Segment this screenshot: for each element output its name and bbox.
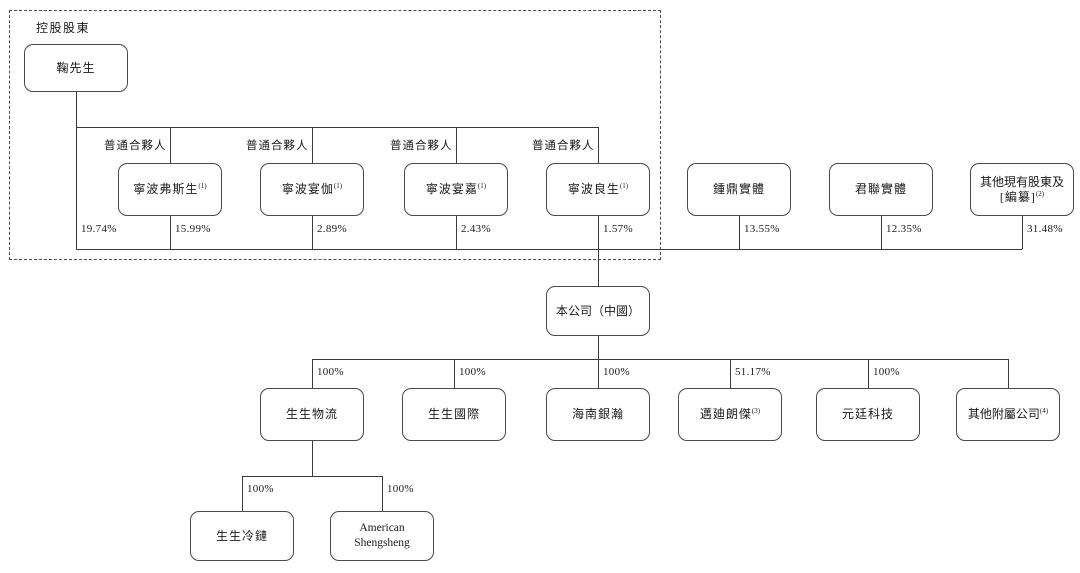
node-maidilangjie: 邁廸朗傑(3) — [678, 388, 782, 441]
pct-mr-ju: 19.74% — [81, 223, 117, 235]
connector-sub5-drop — [868, 359, 869, 388]
controlling-shareholder-group-outline — [9, 10, 661, 260]
connector-sub1-drop — [312, 359, 313, 388]
general-partner-label-1: 普通合夥人 — [104, 140, 167, 152]
node-shengsheng-international: 生生國際 — [402, 388, 506, 441]
pct-ningbo-yanjia2: 2.43% — [461, 223, 491, 235]
connector-mrju-vertical — [76, 92, 77, 249]
connector-gp2-drop — [312, 127, 313, 163]
node-ningbo-liangsheng: 寧波良生(1) — [546, 163, 650, 216]
node-other-existing-shareholders: 其他現有股東及 [編纂](2) — [970, 163, 1074, 216]
connector-subsidiaries-horizontal — [312, 359, 1008, 360]
pct-zhongding: 13.55% — [744, 223, 780, 235]
node-junlian-entity: 君聯實體 — [829, 163, 933, 216]
pct-other-existing: 31.48% — [1027, 223, 1063, 235]
connector-gp1-holding — [170, 216, 171, 249]
connector-sub4-drop — [730, 359, 731, 388]
connector-american-drop — [382, 476, 383, 511]
pct-junlian: 12.35% — [886, 223, 922, 235]
pct-shengsheng-logistics: 100% — [317, 366, 344, 378]
connector-logistics-children-horizontal — [242, 476, 382, 477]
node-mr-ju: 鞠先生 — [24, 44, 128, 92]
connector-coldchain-drop — [242, 476, 243, 511]
connector-logistics-down — [312, 441, 313, 476]
connector-company-down — [598, 336, 599, 359]
pct-hainan-yinhan: 100% — [603, 366, 630, 378]
node-zhongding-entity: 鍾鼎實體 — [687, 163, 791, 216]
pct-maidilangjie: 51.17% — [735, 366, 771, 378]
connector-junlian-holding — [881, 216, 882, 249]
connector-gp1-drop — [170, 127, 171, 163]
connector-gp2-holding — [312, 216, 313, 249]
general-partner-label-4: 普通合夥人 — [532, 140, 595, 152]
pct-yuanting: 100% — [873, 366, 900, 378]
pct-ningbo-liangsheng: 1.57% — [603, 223, 633, 235]
connector-sub3-drop — [598, 359, 599, 388]
node-ningbo-yanjia: 寧波宴伽(1) — [260, 163, 364, 216]
controlling-shareholder-label: 控股股東 — [36, 21, 91, 35]
node-other-subsidiaries: 其他附屬公司(4) — [956, 388, 1060, 441]
connector-gp-horizontal — [76, 127, 598, 128]
general-partner-label-2: 普通合夥人 — [246, 140, 309, 152]
node-yuanting-technology: 元廷科技 — [816, 388, 920, 441]
connector-zhongding-holding — [739, 216, 740, 249]
pct-american-shengsheng: 100% — [387, 483, 414, 495]
pct-ningbo-fusisheng: 15.99% — [175, 223, 211, 235]
node-ningbo-yanjia2: 寧波宴嘉(1) — [404, 163, 508, 216]
general-partner-label-3: 普通合夥人 — [390, 140, 453, 152]
connector-gp3-drop — [456, 127, 457, 163]
connector-gp3-holding — [456, 216, 457, 249]
pct-ningbo-yanjia: 2.89% — [317, 223, 347, 235]
node-shengsheng-logistics: 生生物流 — [260, 388, 364, 441]
connector-gp4-to-company — [598, 216, 599, 287]
connector-sub6-drop — [1008, 359, 1009, 388]
node-american-shengsheng: American Shengsheng — [330, 511, 434, 561]
node-hainan-yinhan: 海南銀瀚 — [546, 388, 650, 441]
node-shengsheng-coldchain: 生生冷鏈 — [190, 511, 294, 561]
pct-shengsheng-international: 100% — [459, 366, 486, 378]
node-ningbo-fusisheng: 寧波弗斯生(1) — [118, 163, 222, 216]
node-company-china: 本公司（中國） — [546, 286, 650, 336]
connector-shareholders-collector — [76, 249, 1022, 250]
connector-other-existing-holding — [1022, 216, 1023, 249]
connector-gp4-drop — [598, 127, 599, 163]
connector-sub2-drop — [454, 359, 455, 388]
pct-coldchain: 100% — [247, 483, 274, 495]
